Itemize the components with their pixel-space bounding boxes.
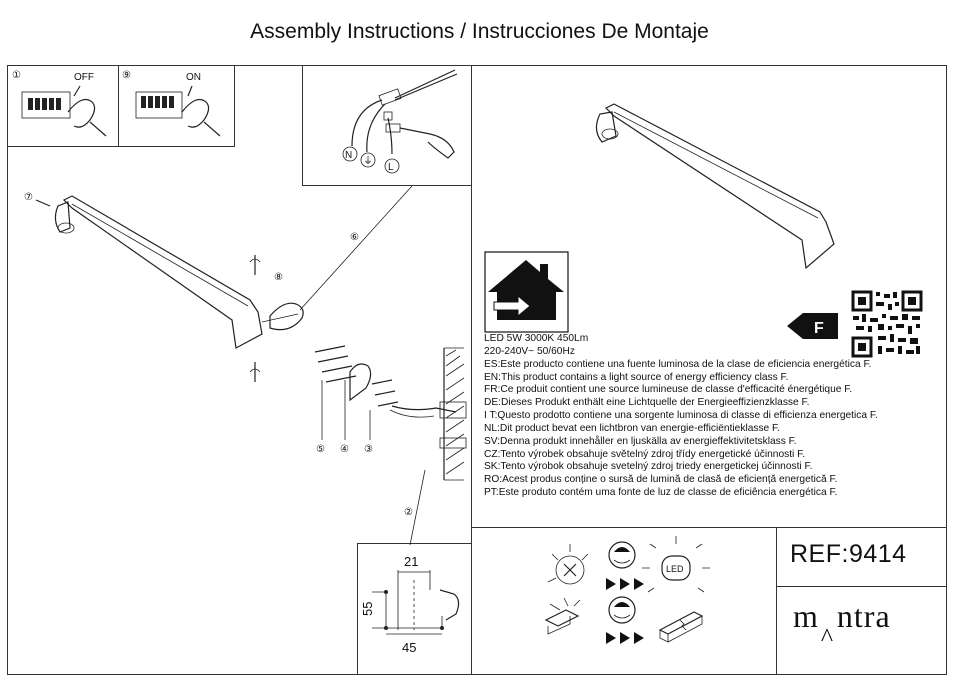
energy-text-es: ES:Este producto contiene una fuente lum… [484,358,872,370]
step-6-label: ⑥ [350,232,359,243]
spec-line-1: LED 5W 3000K 450Lm [484,333,589,344]
brand-logo: m^ntra [793,598,891,652]
led-icon: LED [642,536,710,593]
reference-number: REF:9414 [790,540,907,568]
lamp-drawing-left [54,195,263,349]
dimension-drawing [372,570,460,635]
on-label: ON [186,72,201,83]
screws-bracket [314,345,457,440]
energy-text-de: DE:Dieses Produkt enthält eine Lichtquel… [484,397,810,409]
lamp-drawing-right [595,103,835,270]
tools-icon [544,597,581,635]
energy-class-label: F [814,320,824,337]
mounting-plate [261,302,304,331]
driver-icon [658,611,704,643]
step-2-label: ② [404,507,413,518]
center-divider [471,65,472,675]
dimension-leader-line [409,469,426,546]
energy-text-nl: NL:Dit product bevat een lichtbron van e… [484,422,780,434]
arrow-sequence-icon-2 [606,632,644,644]
energy-text-sk: SK:Tento výrobok obsahuje svetelný zdroj… [484,461,813,473]
bottom-right-divider [471,527,947,528]
wiring-detail: N ⏚ L [342,69,458,174]
off-label: OFF [74,72,94,83]
qr-code-icon [851,290,923,358]
installer-icon-2 [608,596,636,624]
step-1-label: ① [12,70,21,81]
energy-text-cz: CZ:Tento výrobek obsahuje světelný zdroj… [484,448,806,460]
instruction-sheet-frame [7,65,947,675]
wall-section [439,347,467,481]
step-9-panel [118,65,235,147]
step-4-label: ④ [340,444,349,455]
energy-text-sv: SV:Denna produkt innehåller en ljuskälla… [484,435,797,447]
dimension-width-top: 21 [404,554,418,569]
wiring-panel [302,65,472,186]
brand-divider [776,586,947,587]
step-9-label: ⑨ [122,70,131,81]
brand-part-1: m [793,598,819,634]
spec-line-2: 220-240V~ 50/60Hz [484,345,575,357]
energy-arrow-icon: F [787,313,838,339]
arrow-sequence-icon [606,578,644,590]
switch-on-icon [135,85,221,137]
step-1-panel [7,65,119,147]
no-bulb-replace-icon [547,544,589,585]
step-5-label: ⑤ [316,444,325,455]
wire-n-label: N [345,150,352,161]
brand-part-2: ntra [836,598,891,634]
dimension-panel [357,543,472,675]
dimension-height: 55 [360,602,375,616]
energy-text-ro: RO:Acest produs conține o sursă de lumin… [484,474,838,486]
step-3-label: ③ [364,444,373,455]
product-info: LED 5W 3000K 450Lm 220-240V~ 50/60Hz ES:… [484,333,878,500]
energy-text-it: I T:Questo prodotto contiene una sorgent… [484,410,878,422]
step-7-label: ⑦ [24,192,33,203]
page-title: Assembly Instructions / Instrucciones De… [250,20,709,43]
installer-icon [608,541,636,569]
ref-divider [776,527,777,675]
led-label: LED [666,564,684,574]
wire-l-label: L [388,162,394,173]
energy-text-pt: PT:Este produto contém uma fonte de luz … [484,487,838,499]
energy-text-en: EN:This product contains a light source … [484,371,789,383]
house-indoor-icon [484,251,569,333]
wiring-leader-line [299,185,413,311]
energy-text-fr: FR:Ce produit contient une source lumine… [484,384,853,396]
arrow-icon [35,199,51,207]
step-8-label: ⑧ [274,272,283,283]
wire-earth-label: ⏚ [363,155,373,167]
dimension-width-bottom: 45 [402,640,416,655]
switch-off-icon [21,85,107,137]
